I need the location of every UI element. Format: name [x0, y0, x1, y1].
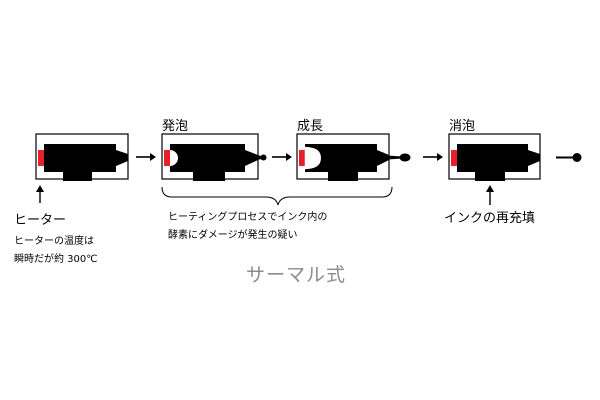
right-arrow-icon — [136, 153, 156, 161]
nozzle-stage-bubble — [161, 133, 267, 181]
nozzle-stage-growth — [296, 133, 411, 181]
vapor-bubble-large — [305, 147, 321, 169]
ink-droplet — [260, 154, 267, 161]
ink-channel — [475, 170, 505, 181]
heater-element — [38, 150, 44, 166]
ink-jet-start — [256, 155, 262, 160]
nozzle-tip — [245, 150, 258, 166]
nozzle-tip — [116, 150, 128, 166]
heater-note-line1: ヒーターの温度は — [14, 234, 94, 247]
stage-label-growth: 成長 — [297, 119, 323, 134]
heater-element — [299, 150, 305, 166]
heater-note-line2: 瞬時だが約 300℃ — [14, 252, 98, 265]
brace-note-line2: 酵素にダメージが発生の疑い — [168, 228, 298, 241]
heater-element — [164, 150, 170, 166]
heater-title: ヒーター — [14, 213, 66, 228]
curly-brace-icon — [161, 186, 393, 206]
ink-droplet — [399, 153, 411, 162]
heater-element — [451, 150, 457, 166]
stage-label-bubble: 発泡 — [162, 119, 188, 134]
right-arrow-icon — [272, 153, 292, 161]
nozzle-tip — [377, 150, 389, 166]
ink-chamber — [44, 144, 116, 172]
refill-title: インクの再充填 — [444, 210, 535, 226]
nozzle-stage-idle — [35, 133, 129, 181]
up-arrow-icon — [486, 185, 494, 205]
droplet-icon — [556, 153, 582, 162]
ink-jet — [388, 155, 402, 160]
brace-note-line1: ヒーティングプロセスでインク内の — [168, 210, 327, 223]
vapor-bubble — [170, 150, 178, 166]
stage-label-collapse: 消泡 — [449, 119, 475, 134]
up-arrow-icon — [36, 185, 44, 203]
ink-channel — [193, 170, 225, 181]
nozzle-tip — [528, 150, 540, 166]
ink-chamber — [170, 144, 245, 172]
right-arrow-icon — [423, 153, 443, 161]
diagram-caption: サーマル式 — [246, 264, 346, 286]
ink-chamber — [457, 144, 528, 172]
ink-channel — [63, 170, 92, 181]
ink-channel — [328, 170, 358, 181]
nozzle-stage-collapse — [448, 133, 541, 181]
